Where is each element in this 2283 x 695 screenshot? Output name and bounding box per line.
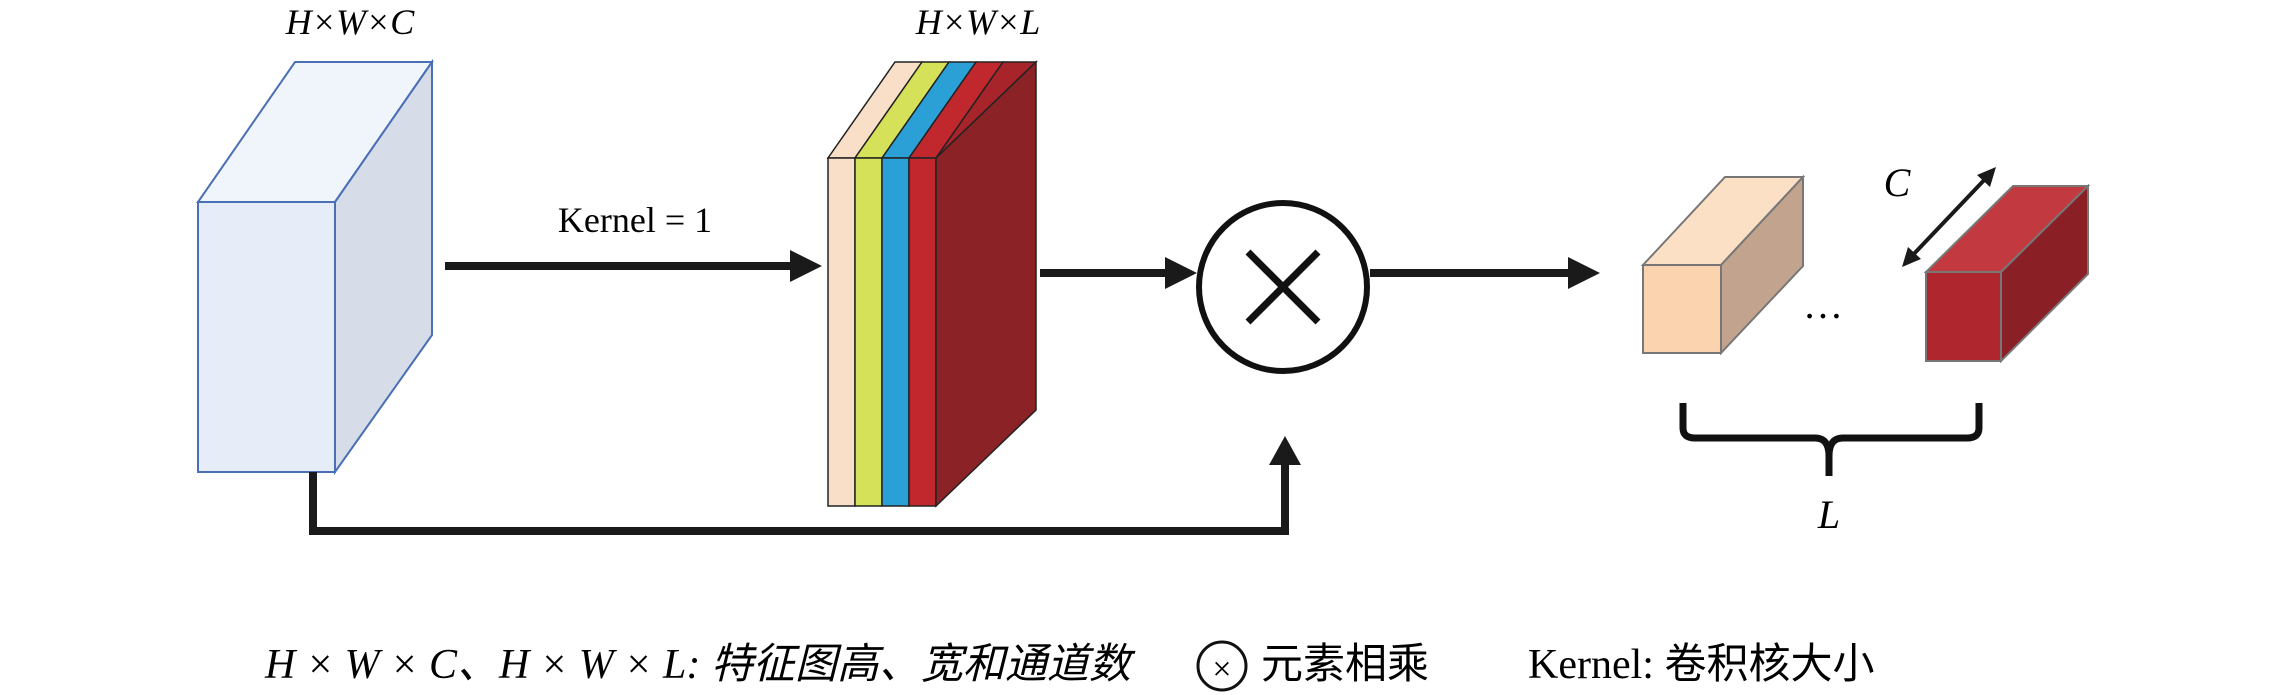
- input-feature-map-cube: [196, 58, 434, 476]
- skip-connection-arrow: [309, 436, 1301, 535]
- legend-kernel-text: Kernel: 卷积核大小: [1528, 642, 1874, 688]
- input-dims-label: H×W×C: [285, 2, 416, 42]
- output-block-last: [1923, 183, 2091, 364]
- legend-multiply-text: 元素相乘: [1261, 642, 1429, 688]
- channel-c-label: C: [1884, 160, 1912, 205]
- multiply-to-output-arrow: [1370, 257, 1600, 289]
- legend-multiply-icon: [1196, 640, 1248, 692]
- output-ellipsis: …: [1803, 282, 1843, 327]
- legend: H × W × C、H × W × L: 特征图高、宽和通道数 × 元素相乘 K…: [264, 640, 1874, 692]
- multiply-operator: [1196, 200, 1370, 374]
- legend-multiply-symbol: ×: [1212, 651, 1231, 688]
- attention-dims-label: H×W×L: [915, 2, 1041, 42]
- output-block-first: [1640, 174, 1806, 356]
- kernel-label: Kernel = 1: [558, 200, 712, 240]
- legend-dims-text: H × W × C、H × W × L: 特征图高、宽和通道数: [264, 642, 1136, 688]
- group-brace: [1679, 403, 1983, 476]
- conv-arrow: [445, 250, 822, 282]
- stack-to-multiply-arrow: [1040, 257, 1197, 289]
- group-l-label: L: [1817, 492, 1840, 537]
- attention-map-stack: [826, 60, 1038, 508]
- channel-double-arrow: [1902, 167, 1996, 267]
